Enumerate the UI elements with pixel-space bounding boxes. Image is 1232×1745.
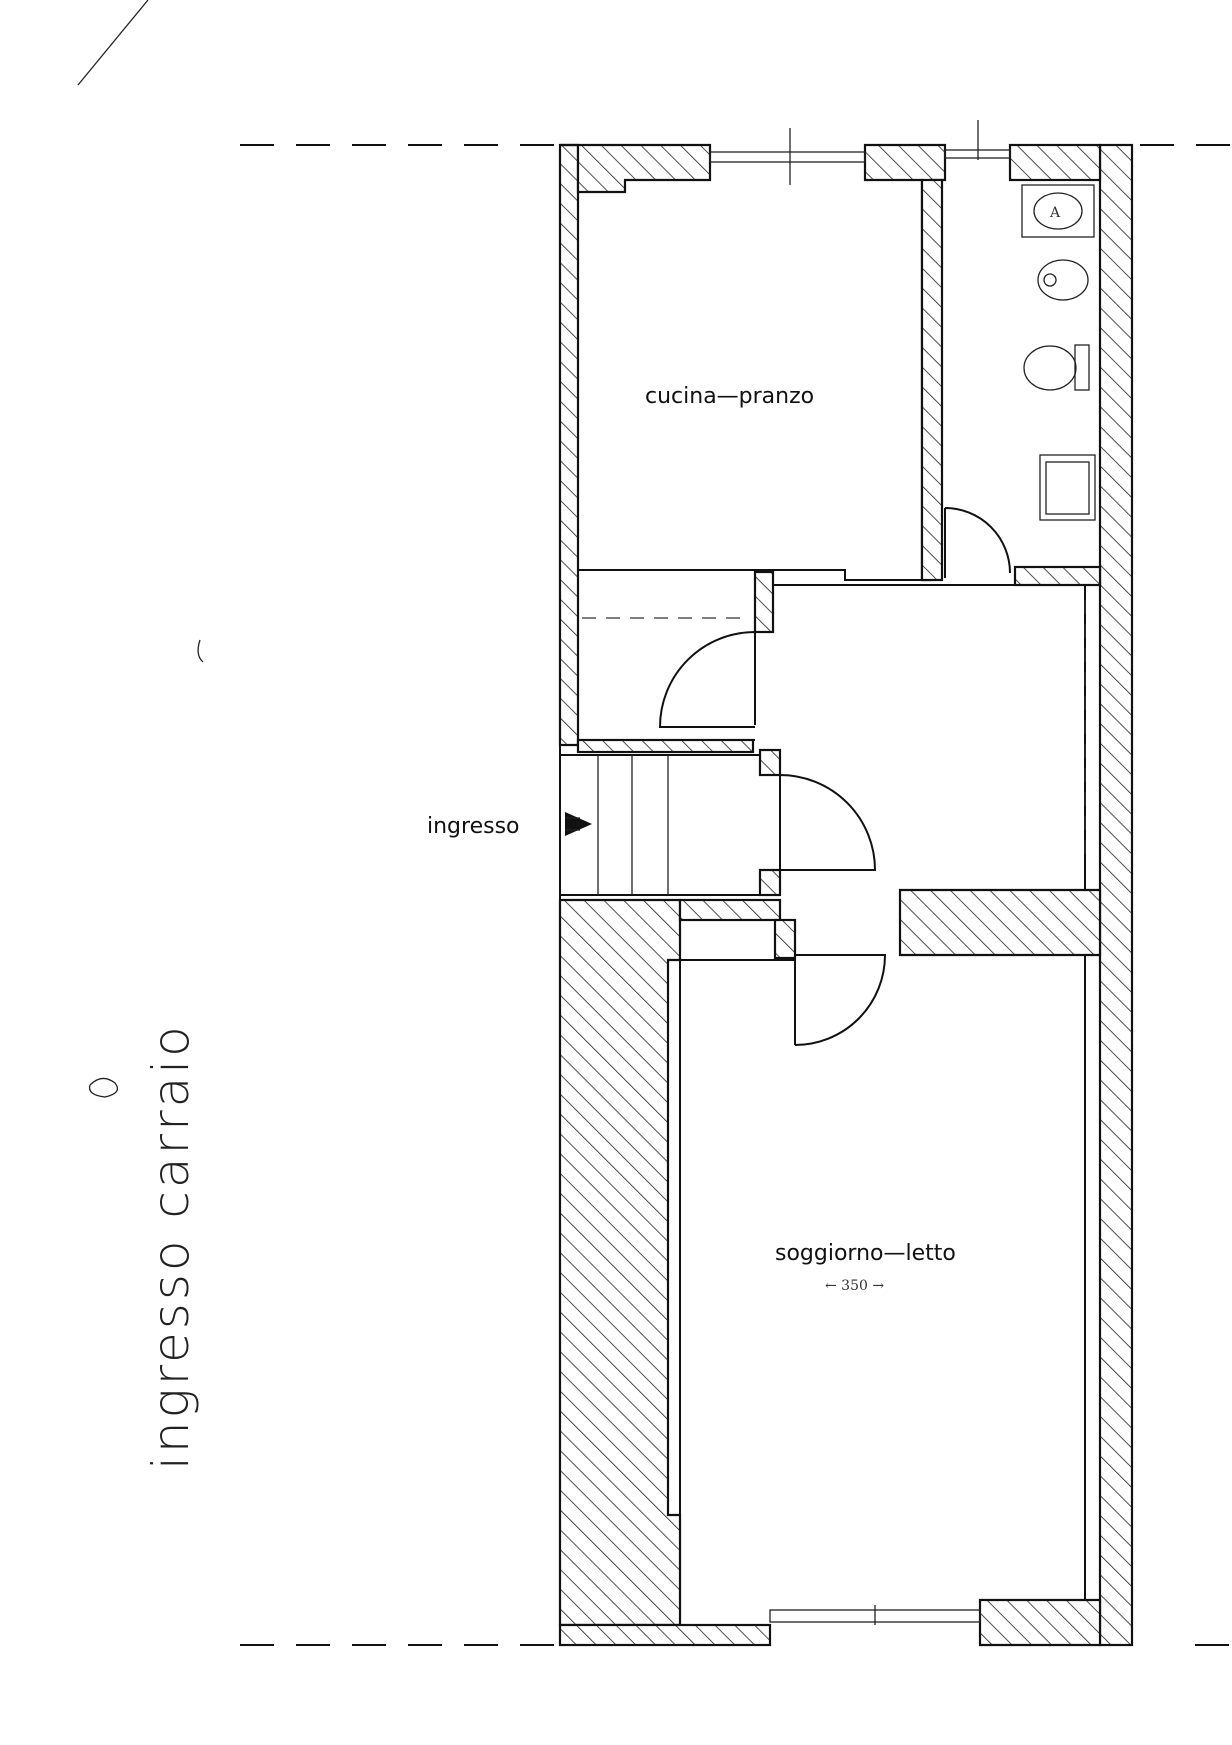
bathroom-fixtures: A <box>1021 184 1096 521</box>
living-label: soggiorno—letto <box>775 1241 956 1266</box>
entrance-arrow-icon <box>565 812 592 836</box>
toilet-icon <box>1023 344 1090 391</box>
shower-icon: A <box>1021 184 1095 238</box>
svg-text:A: A <box>1049 205 1061 221</box>
kitchen-label: cucina—pranzo <box>645 384 814 409</box>
sink-icon <box>1039 454 1096 521</box>
entrance-label: ingresso <box>427 814 520 839</box>
dimension-note: ← 350 → <box>825 1278 884 1294</box>
side-entrance-label: ingresso carraio <box>142 1023 200 1470</box>
doors <box>658 507 1011 1046</box>
boundary-lines <box>240 144 1232 1646</box>
bidet-icon <box>1037 259 1089 301</box>
interior-lines <box>559 120 1133 1645</box>
scan-marks <box>77 0 204 1098</box>
